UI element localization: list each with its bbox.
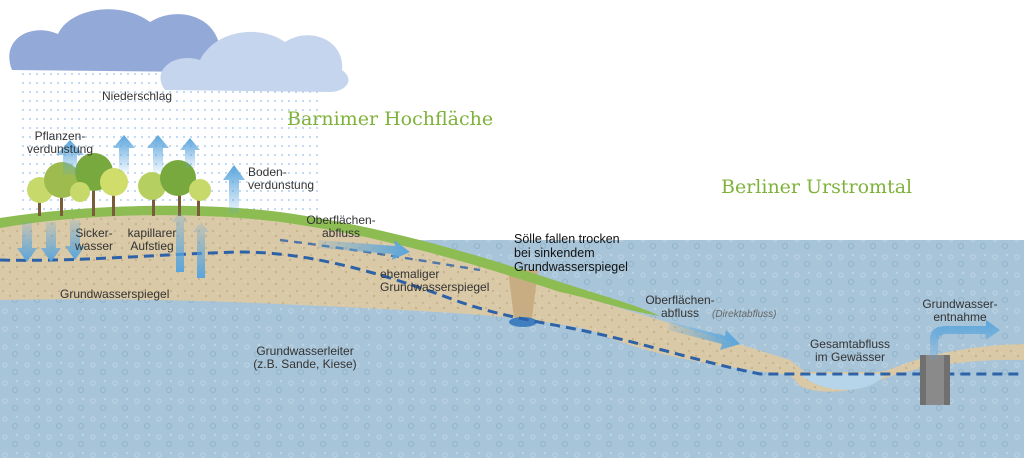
arrow-up bbox=[147, 135, 169, 172]
groundwater-well bbox=[920, 320, 1000, 405]
label-kettle-ponds: Sölle fallen trocken bei sinkendem Grund… bbox=[514, 232, 628, 274]
arrow-up bbox=[180, 138, 200, 168]
capillary-arrow bbox=[172, 212, 188, 272]
water-table-line bbox=[0, 250, 1024, 376]
label-water-table: Grundwasserspiegel bbox=[60, 287, 170, 301]
tree-crown bbox=[100, 168, 128, 196]
label-surface-runoff-lower: Oberflächen- abfluss bbox=[645, 293, 715, 320]
arrow-up bbox=[56, 140, 84, 175]
rain-clouds bbox=[9, 9, 349, 92]
label-soil-evaporation: Boden- verdunstung bbox=[248, 165, 315, 192]
soil-water-arrows bbox=[17, 212, 209, 278]
kettle-pond-water bbox=[509, 317, 537, 327]
region-title-upland: Barnimer Hochfläche bbox=[287, 108, 494, 130]
tree-crown bbox=[189, 179, 211, 201]
runoff-arrow-upper bbox=[318, 240, 410, 260]
seepage-arrow bbox=[65, 220, 85, 260]
sand-layer bbox=[0, 213, 1024, 392]
cloud-dark bbox=[9, 9, 225, 72]
label-capillary-rise: kapillarer Aufstieg bbox=[127, 226, 177, 253]
arrow-up bbox=[113, 135, 135, 172]
arrow-up bbox=[223, 165, 245, 214]
label-aquifer: Grundwasserleiter (z.B. Sande, Kiese) bbox=[253, 344, 357, 371]
label-seepage-water: Sicker- wasser bbox=[74, 226, 113, 253]
label-plant-evaporation: Pflanzen- verdunstung bbox=[26, 129, 94, 156]
tree-crown bbox=[160, 160, 196, 196]
evaporation-arrows bbox=[56, 135, 245, 214]
region-title-valley: Berliner Urstromtal bbox=[721, 176, 913, 198]
seepage-arrow bbox=[41, 222, 61, 262]
label-former-water-table: ehemaliger Grundwasserspiegel bbox=[380, 267, 490, 294]
label-precipitation: Niederschlag bbox=[102, 89, 173, 103]
label-total-runoff: Gesamtabfluss im Gewässer bbox=[809, 337, 891, 364]
capillary-arrow bbox=[193, 222, 209, 278]
river-body bbox=[800, 374, 885, 390]
cloud-light bbox=[160, 31, 349, 92]
tree-crown bbox=[70, 182, 90, 202]
runoff-arrow-lower bbox=[668, 322, 740, 350]
seepage-arrow bbox=[17, 222, 37, 262]
former-water-table-line bbox=[279, 238, 481, 272]
grass-strip bbox=[0, 205, 660, 316]
label-groundwater-withdrawal: Grundwasser- entnahme bbox=[922, 297, 998, 324]
label-direct-runoff: (Direktabfluss) bbox=[712, 309, 777, 320]
runoff-arrows bbox=[318, 240, 740, 350]
label-surface-runoff-upper: Oberflächen- abfluss bbox=[306, 213, 376, 240]
tree-crown bbox=[138, 172, 166, 200]
withdrawal-arrow bbox=[930, 320, 1000, 360]
